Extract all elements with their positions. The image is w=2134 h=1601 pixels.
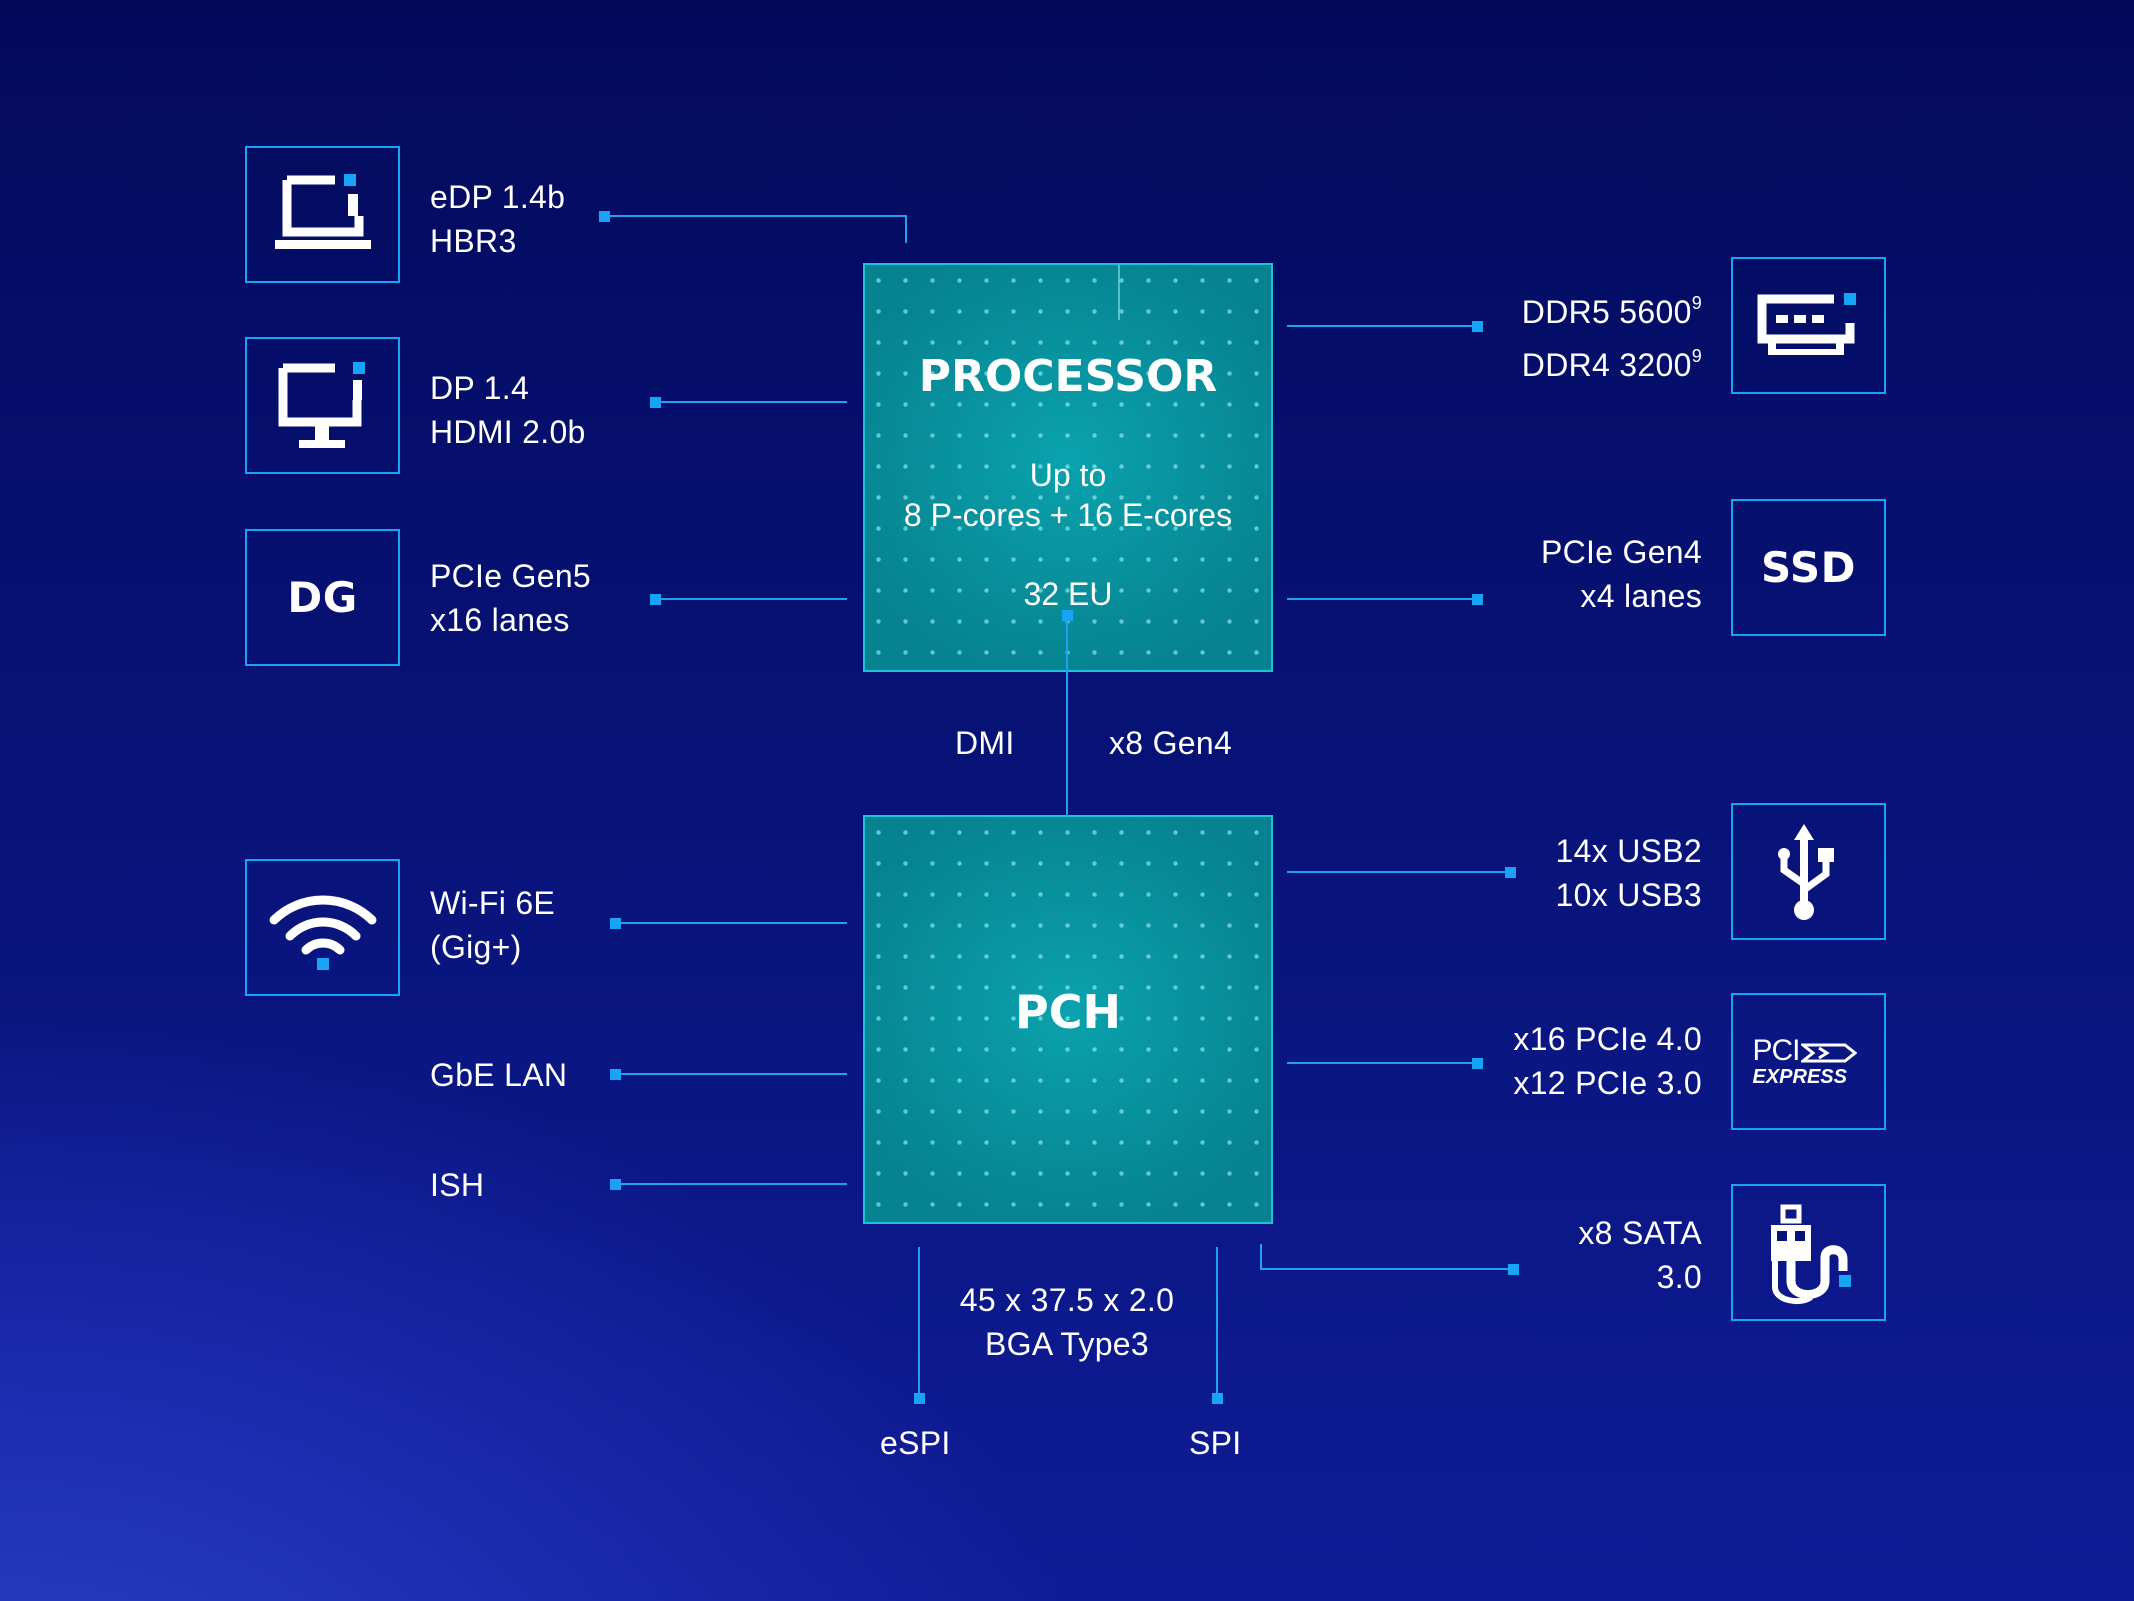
memory-label: DDR5 56009 DDR4 32009 bbox=[1522, 281, 1702, 387]
processor-cores-line2: 8 P-cores + 16 E-cores bbox=[903, 497, 1233, 533]
ssd-connector bbox=[1287, 598, 1477, 600]
ssd-label: PCIe Gen4 x4 lanes bbox=[1541, 530, 1702, 618]
sata-connector-dot bbox=[1508, 1264, 1519, 1275]
sata-label-line2: 3.0 bbox=[1656, 1259, 1702, 1295]
dg-label-line1: PCIe Gen5 bbox=[430, 558, 592, 594]
dg-connector bbox=[655, 598, 847, 600]
espi-connector bbox=[918, 1247, 920, 1397]
sata-connector-drop bbox=[1260, 1244, 1262, 1270]
dg-box-text: DG bbox=[287, 573, 358, 622]
usb-label: 14x USB2 10x USB3 bbox=[1556, 829, 1702, 917]
ssd-label-line1: PCIe Gen4 bbox=[1540, 534, 1702, 570]
espi-connector-dot bbox=[914, 1393, 925, 1404]
dmi-gen-label: x8 Gen4 bbox=[1109, 725, 1233, 761]
ssd-connector-dot bbox=[1472, 594, 1483, 605]
pcie-logo-top: PCI bbox=[1752, 1033, 1801, 1067]
usb-label-line2: 10x USB3 bbox=[1555, 877, 1702, 913]
processor-cores-line1: Up to bbox=[1029, 457, 1107, 493]
dg-label: PCIe Gen5 x16 lanes bbox=[430, 554, 591, 642]
processor-eu: 32 EU bbox=[1023, 576, 1113, 612]
pch-title: PCH bbox=[1015, 985, 1121, 1039]
sata-label-line1: x8 SATA bbox=[1578, 1215, 1702, 1251]
edp-label-line2: HBR3 bbox=[430, 223, 517, 259]
edp-label: eDP 1.4b HBR3 bbox=[430, 175, 565, 263]
ish-label: ISH bbox=[430, 1167, 485, 1203]
usb-label-line1: 14x USB2 bbox=[1555, 833, 1702, 869]
memory-connector bbox=[1287, 325, 1477, 327]
package-label-line2: BGA Type3 bbox=[985, 1326, 1149, 1362]
dmi-link-dot bbox=[1062, 610, 1073, 621]
pcie-logo-arrows bbox=[1800, 1043, 1857, 1062]
pch-chip: PCH bbox=[863, 815, 1273, 1224]
dg-label-line2: x16 lanes bbox=[430, 602, 570, 638]
usb-icon bbox=[1777, 823, 1834, 920]
sata-connector bbox=[1260, 1268, 1512, 1270]
lan-label: GbE LAN bbox=[430, 1057, 568, 1093]
pcie-label-line2: x12 PCIe 3.0 bbox=[1513, 1065, 1702, 1101]
dg-box: DG bbox=[245, 529, 400, 666]
dp-icon-box bbox=[245, 337, 400, 474]
memory-icon bbox=[1757, 292, 1856, 355]
espi-label: eSPI bbox=[880, 1425, 951, 1461]
memory-label-line2: DDR4 3200 bbox=[1521, 347, 1692, 383]
dp-label: DP 1.4 HDMI 2.0b bbox=[430, 366, 586, 454]
sata-icon-box bbox=[1731, 1184, 1886, 1321]
memory-icon-box bbox=[1731, 257, 1886, 394]
usb-icon-box bbox=[1731, 803, 1886, 940]
pcie-label: x16 PCIe 4.0 x12 PCIe 3.0 bbox=[1513, 1017, 1702, 1105]
spi-label: SPI bbox=[1189, 1425, 1242, 1461]
processor-chip: PROCESSOR Up to 8 P-cores + 16 E-cores 3… bbox=[863, 263, 1273, 672]
lan-connector bbox=[615, 1073, 847, 1075]
edp-icon-box bbox=[245, 146, 400, 283]
sata-icon bbox=[1770, 1204, 1851, 1304]
ish-connector bbox=[615, 1183, 847, 1185]
wifi-icon bbox=[269, 894, 376, 970]
wifi-label: Wi-Fi 6E (Gig+) bbox=[430, 881, 555, 969]
monitor-icon bbox=[278, 361, 365, 448]
pcie-logo-box: PCI EXPRESS bbox=[1731, 993, 1886, 1130]
wifi-label-line2: (Gig+) bbox=[430, 929, 522, 965]
sata-label: x8 SATA 3.0 bbox=[1578, 1211, 1702, 1299]
dp-label-line1: DP 1.4 bbox=[430, 370, 530, 406]
wifi-icon-box bbox=[245, 859, 400, 996]
package-label: 45 x 37.5 x 2.0 BGA Type3 bbox=[867, 1278, 1267, 1366]
pcie-logo-bottom: EXPRESS bbox=[1752, 1065, 1847, 1088]
pcie-connector-dot bbox=[1472, 1058, 1483, 1069]
wifi-connector bbox=[615, 922, 847, 924]
package-label-line1: 45 x 37.5 x 2.0 bbox=[959, 1282, 1175, 1318]
pcie-logo: PCI EXPRESS bbox=[1749, 1034, 1869, 1090]
laptop-icon bbox=[274, 173, 371, 249]
memory-label-line1: DDR5 5600 bbox=[1521, 294, 1692, 330]
memory-footnote-1: 9 bbox=[1691, 293, 1702, 313]
ssd-box-text: SSD bbox=[1761, 543, 1856, 592]
memory-connector-dot bbox=[1472, 321, 1483, 332]
pcie-connector bbox=[1287, 1062, 1477, 1064]
wifi-label-line1: Wi-Fi 6E bbox=[430, 885, 556, 921]
processor-title: PROCESSOR bbox=[918, 351, 1218, 402]
ssd-box: SSD bbox=[1731, 499, 1886, 636]
dp-connector bbox=[655, 401, 847, 403]
edp-label-line1: eDP 1.4b bbox=[430, 179, 566, 215]
pcie-label-line1: x16 PCIe 4.0 bbox=[1513, 1021, 1702, 1057]
spi-connector bbox=[1216, 1247, 1218, 1397]
ssd-label-line2: x4 lanes bbox=[1580, 578, 1702, 614]
usb-connector-dot bbox=[1505, 867, 1516, 878]
usb-connector bbox=[1287, 871, 1509, 873]
edp-connector-drop bbox=[905, 215, 907, 243]
dp-label-line2: HDMI 2.0b bbox=[430, 414, 586, 450]
dmi-link bbox=[1066, 616, 1068, 816]
dmi-label: DMI bbox=[955, 725, 1015, 761]
edp-connector bbox=[604, 215, 907, 217]
memory-footnote-2: 9 bbox=[1691, 346, 1702, 366]
spi-connector-dot bbox=[1212, 1393, 1223, 1404]
